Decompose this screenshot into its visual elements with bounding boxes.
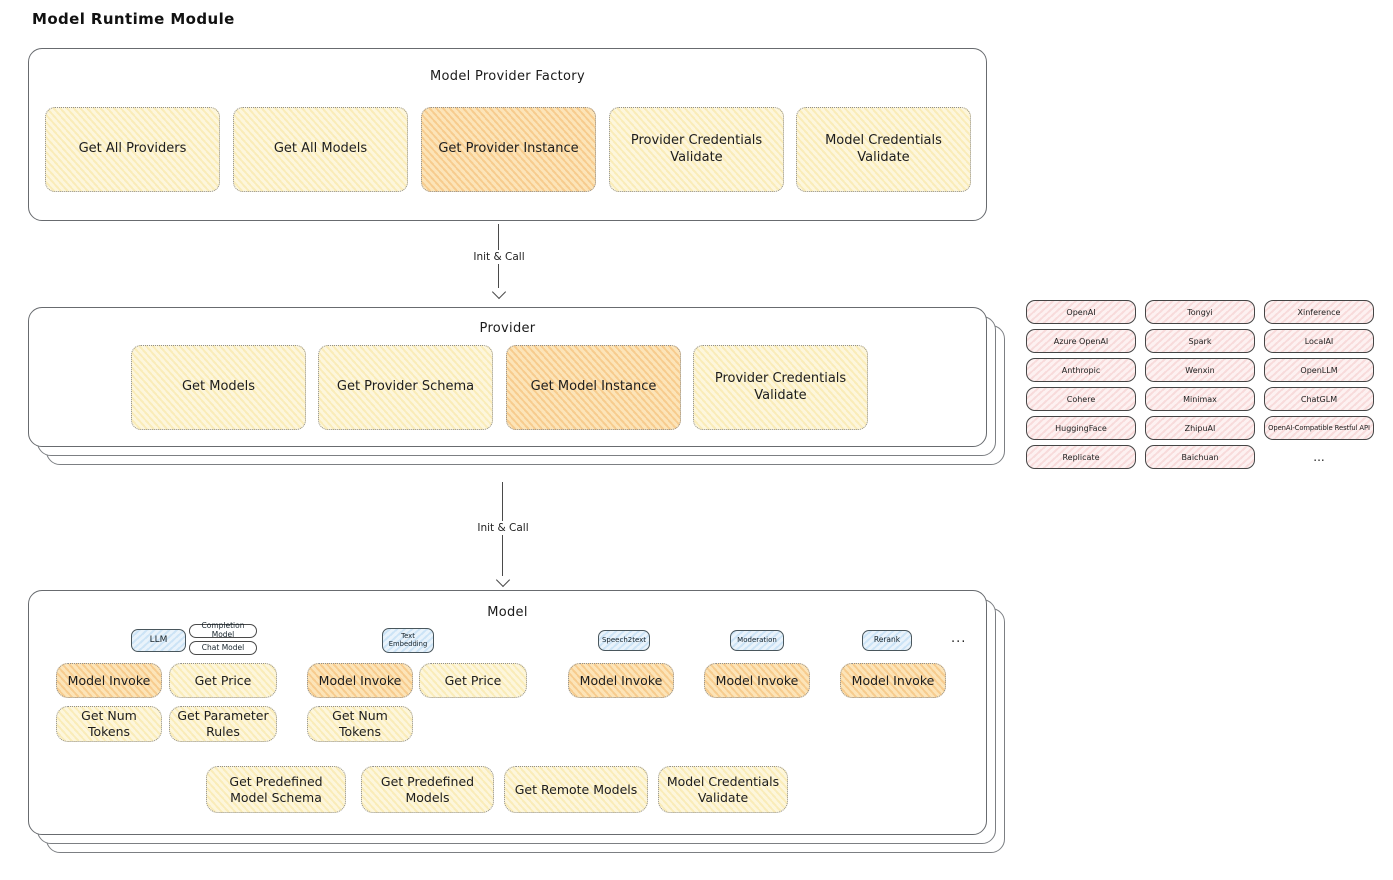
provider-list-more: ...	[1313, 450, 1325, 464]
init-call-arrow-1-head	[491, 284, 507, 300]
provider-list-item: Azure OpenAI	[1026, 329, 1136, 353]
init-call-label-2: Init & Call	[472, 521, 534, 535]
provider-list-item: Minimax	[1145, 387, 1255, 411]
model-type-badge-completion-model: Completion Model	[189, 622, 257, 639]
model-type-badge-text-embedding: Text Embedding	[382, 628, 434, 653]
provider-list-item: Anthropic	[1026, 358, 1136, 382]
provider-list-item: OpenAI-Compatible Restful API	[1264, 416, 1374, 440]
provider-list-item: Wenxin	[1145, 358, 1255, 382]
factory-box-title: Model Provider Factory	[430, 69, 585, 84]
provider-list-item: Xinference	[1264, 300, 1374, 324]
model-type-badge-rerank: Rerank	[862, 630, 912, 651]
factory-node-get-provider-instance: Get Provider Instance	[421, 107, 596, 192]
factory-node-get-all-models: Get All Models	[233, 107, 408, 192]
model-node-llm-get-price: Get Price	[169, 663, 277, 698]
model-node-embedding-model-invoke: Model Invoke	[307, 663, 413, 698]
provider-list: OpenAI Tongyi Xinference Azure OpenAI Sp…	[1026, 300, 1374, 469]
provider-list-item: ZhipuAI	[1145, 416, 1255, 440]
init-call-arrow-2-head	[495, 572, 511, 588]
factory-node-provider-credentials-validate: Provider Credentials Validate	[609, 107, 784, 192]
model-node-llm-get-parameter-rules: Get Parameter Rules	[169, 706, 277, 742]
provider-node-provider-credentials-validate: Provider Credentials Validate	[693, 345, 868, 430]
model-node-get-predefined-models: Get Predefined Models	[361, 766, 494, 813]
provider-list-item: ChatGLM	[1264, 387, 1374, 411]
provider-list-item: Baichuan	[1145, 445, 1255, 469]
model-node-speech2text-model-invoke: Model Invoke	[568, 663, 674, 698]
model-node-embedding-get-num-tokens: Get Num Tokens	[307, 706, 413, 742]
factory-box: Model Provider Factory Get All Providers…	[28, 48, 987, 221]
model-type-badge-speech2text: Speech2text	[598, 630, 650, 651]
model-node-get-remote-models: Get Remote Models	[504, 766, 648, 813]
model-type-badge-llm: LLM	[131, 629, 186, 652]
provider-box: Provider Get Models Get Provider Schema …	[28, 307, 987, 447]
provider-list-item: LocalAI	[1264, 329, 1374, 353]
model-box: Model LLM Completion Model Chat Model Te…	[28, 590, 987, 835]
factory-node-get-all-providers: Get All Providers	[45, 107, 220, 192]
provider-list-item: OpenLLM	[1264, 358, 1374, 382]
model-node-get-predefined-model-schema: Get Predefined Model Schema	[206, 766, 346, 813]
model-box-title: Model	[487, 605, 528, 620]
model-node-rerank-model-invoke: Model Invoke	[840, 663, 946, 698]
model-node-embedding-get-price: Get Price	[419, 663, 527, 698]
provider-list-item: Cohere	[1026, 387, 1136, 411]
provider-node-get-provider-schema: Get Provider Schema	[318, 345, 493, 430]
model-type-badge-moderation: Moderation	[730, 630, 784, 651]
model-type-badge-more: ...	[951, 631, 967, 646]
init-call-label-1: Init & Call	[468, 250, 530, 264]
provider-list-item: HuggingFace	[1026, 416, 1136, 440]
factory-node-model-credentials-validate: Model Credentials Validate	[796, 107, 971, 192]
provider-list-item: Tongyi	[1145, 300, 1255, 324]
model-node-moderation-model-invoke: Model Invoke	[704, 663, 810, 698]
provider-list-item: Replicate	[1026, 445, 1136, 469]
model-node-llm-get-num-tokens: Get Num Tokens	[56, 706, 162, 742]
model-node-llm-model-invoke: Model Invoke	[56, 663, 162, 698]
provider-node-get-models: Get Models	[131, 345, 306, 430]
provider-list-item: Spark	[1145, 329, 1255, 353]
model-node-model-credentials-validate: Model Credentials Validate	[658, 766, 788, 813]
provider-box-title: Provider	[479, 321, 536, 336]
diagram-title: Model Runtime Module	[32, 10, 235, 28]
provider-list-item: OpenAI	[1026, 300, 1136, 324]
provider-node-get-model-instance: Get Model Instance	[506, 345, 681, 430]
model-type-badge-chat-model: Chat Model	[189, 641, 257, 655]
